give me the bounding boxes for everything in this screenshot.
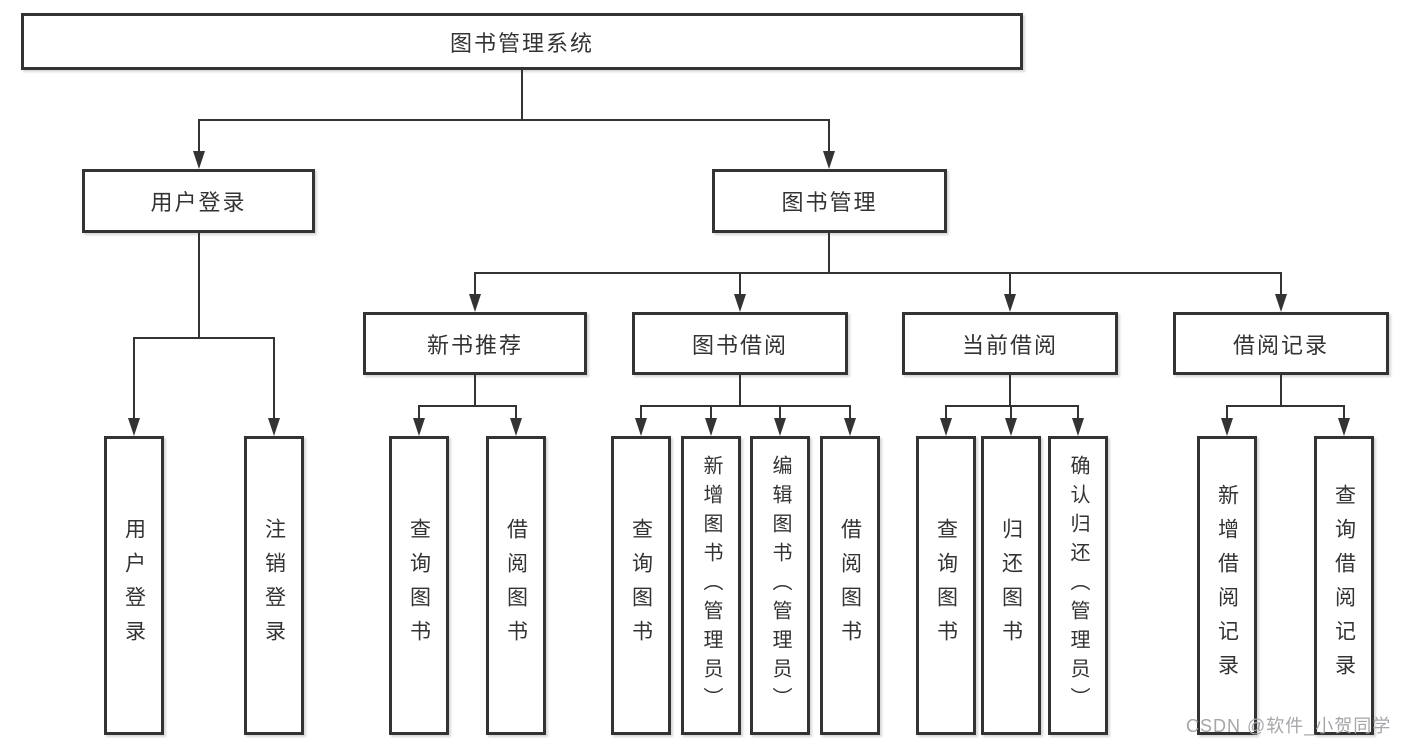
- connector-line: [1077, 406, 1079, 420]
- leaf-logout: 注销登录: [244, 436, 304, 735]
- arrow-head: [1004, 294, 1016, 312]
- connector-line: [474, 272, 1282, 274]
- arrow-head: [635, 418, 647, 436]
- connector-line: [710, 406, 712, 420]
- connector-line: [1226, 405, 1345, 407]
- arrow-head: [128, 418, 140, 436]
- leaf-confirm-return-admin: 确认归还（管理员）: [1048, 436, 1108, 735]
- connector-line: [828, 120, 830, 153]
- arrow-head: [1005, 418, 1017, 436]
- connector-line: [198, 233, 200, 338]
- arrow-head: [844, 418, 856, 436]
- node-book-borrowing: 图书借阅: [632, 312, 848, 375]
- arrow-head: [193, 151, 205, 169]
- node-user-login: 用户登录: [82, 169, 315, 233]
- arrow-head: [268, 418, 280, 436]
- arrow-head: [510, 418, 522, 436]
- node-library-system: 图书管理系统: [21, 13, 1023, 70]
- connector-line: [1280, 273, 1282, 296]
- connector-line: [739, 273, 741, 296]
- leaf-query-books-current: 查询图书: [916, 436, 976, 735]
- node-new-book-recommend: 新书推荐: [363, 312, 587, 375]
- leaf-return-books: 归还图书: [981, 436, 1041, 735]
- leaf-borrow-books-recommend: 借阅图书: [486, 436, 546, 735]
- arrow-head: [940, 418, 952, 436]
- connector-line: [418, 406, 420, 420]
- connector-line: [133, 337, 275, 339]
- node-borrowing-records: 借阅记录: [1173, 312, 1389, 375]
- connector-line: [474, 273, 476, 296]
- leaf-query-books-borrowing: 查询图书: [611, 436, 671, 735]
- connector-line: [474, 375, 476, 406]
- leaf-query-books-recommend: 查询图书: [389, 436, 449, 735]
- arrow-head: [1072, 418, 1084, 436]
- connector-line: [1009, 273, 1011, 296]
- connector-line: [945, 405, 1079, 407]
- leaf-edit-books-admin: 编辑图书（管理员）: [750, 436, 810, 735]
- leaf-query-borrow-record: 查询借阅记录: [1314, 436, 1374, 735]
- arrow-head: [774, 418, 786, 436]
- connector-line: [640, 406, 642, 420]
- leaf-add-books-admin: 新增图书（管理员）: [681, 436, 741, 735]
- connector-line: [1009, 375, 1011, 406]
- connector-line: [945, 406, 947, 420]
- connector-line: [198, 119, 830, 121]
- arrow-head: [413, 418, 425, 436]
- leaf-borrow-books: 借阅图书: [820, 436, 880, 735]
- connector-line: [739, 375, 741, 406]
- connector-line: [1010, 406, 1012, 420]
- connector-line: [849, 406, 851, 420]
- node-current-borrowing: 当前借阅: [902, 312, 1118, 375]
- arrow-head: [1338, 418, 1350, 436]
- connector-line: [198, 120, 200, 153]
- connector-line: [828, 233, 830, 273]
- connector-line: [779, 406, 781, 420]
- connector-line: [1343, 406, 1345, 420]
- arrow-head: [1275, 294, 1287, 312]
- arrow-head: [823, 151, 835, 169]
- connector-line: [273, 338, 275, 420]
- leaf-user-login: 用户登录: [104, 436, 164, 735]
- watermark-text: CSDN @软件_小贺同学: [1186, 716, 1392, 736]
- node-book-management: 图书管理: [712, 169, 947, 233]
- connector-line: [640, 405, 851, 407]
- arrow-head: [734, 294, 746, 312]
- connector-line: [418, 405, 517, 407]
- connector-line: [133, 338, 135, 420]
- connector-line: [515, 406, 517, 420]
- connector-line: [521, 70, 523, 120]
- leaf-add-borrow-record: 新增借阅记录: [1197, 436, 1257, 735]
- arrow-head: [1221, 418, 1233, 436]
- arrow-head: [469, 294, 481, 312]
- connector-line: [1280, 375, 1282, 406]
- connector-line: [1226, 406, 1228, 420]
- arrow-head: [705, 418, 717, 436]
